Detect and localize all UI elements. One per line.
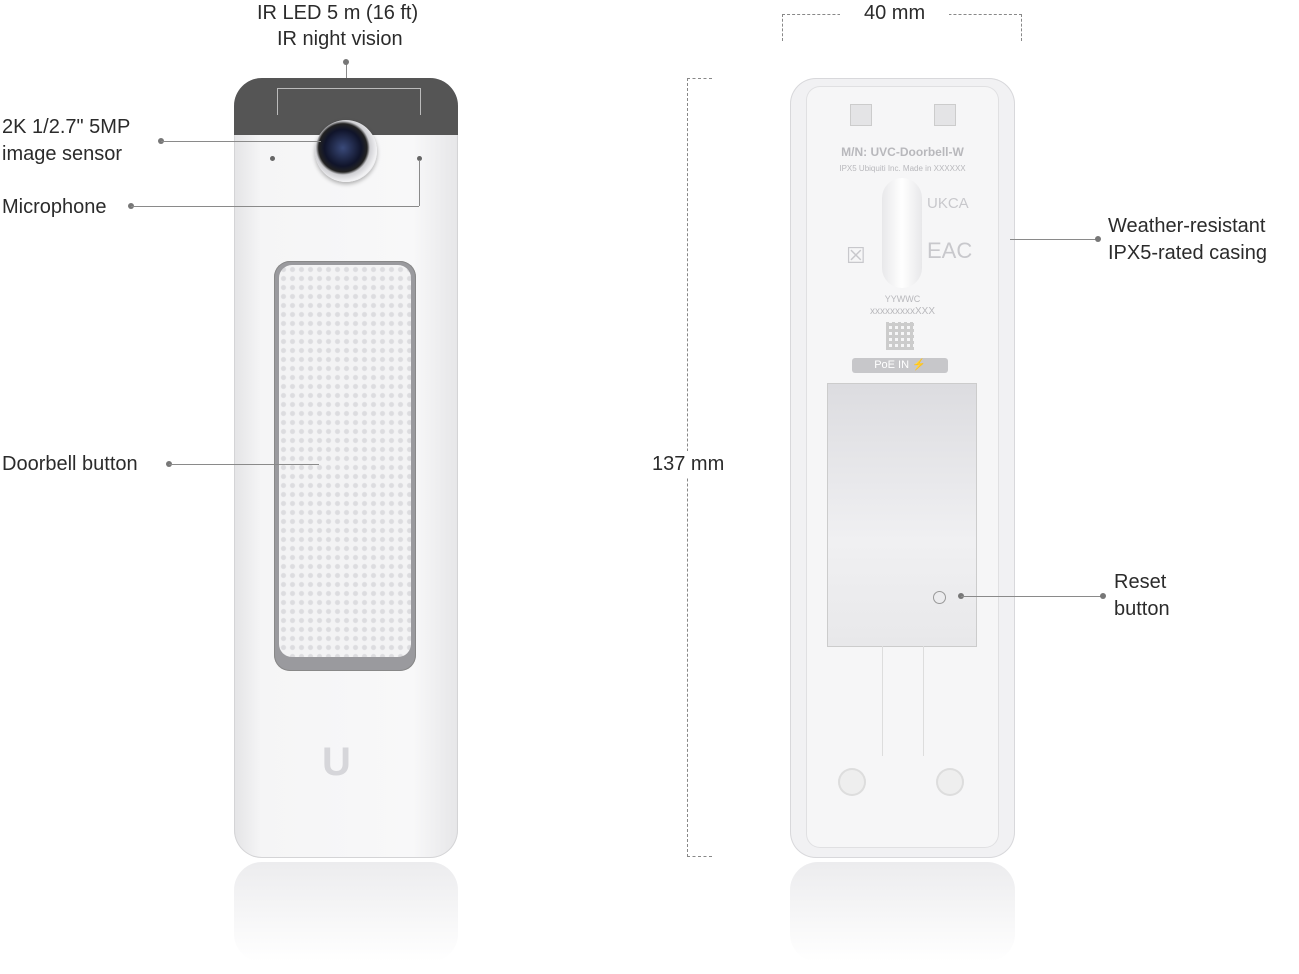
casing-label-line1: Weather-resistant xyxy=(1108,215,1266,237)
doorbell-front: U xyxy=(234,78,458,858)
width-dimension-label: 40 mm xyxy=(840,0,950,27)
height-dimension-label: 137 mm xyxy=(650,451,727,478)
reset-label-line2: button xyxy=(1114,598,1170,620)
poe-in-label: PoE IN ⚡ xyxy=(852,358,948,373)
reset-label-line1: Reset xyxy=(1114,571,1167,593)
weee-icon: ☒ xyxy=(846,243,866,268)
mounting-slot xyxy=(882,178,922,288)
reset-button[interactable] xyxy=(933,591,946,604)
casing-callout-dot xyxy=(1095,236,1101,242)
doorbell-button-face xyxy=(279,265,411,657)
mount-tab-right xyxy=(934,104,956,126)
sensor-hole xyxy=(270,156,275,161)
casing-callout-line xyxy=(1010,239,1098,240)
ir-led-label: IR LED 5 m (16 ft) xyxy=(257,2,419,24)
date-code: YYWWC xyxy=(884,294,921,304)
back-reflection xyxy=(790,862,1015,962)
microphone-hole xyxy=(417,156,422,161)
regulatory-info: IPX5 Ubiquiti Inc. Made in XXXXXX xyxy=(839,164,966,173)
model-number: M/N: UVC-Doorbell-W xyxy=(841,145,964,159)
doorbell-button-label: Doorbell button xyxy=(2,453,138,475)
microphone-callout-line xyxy=(131,206,419,207)
ir-night-vision-label: IR night vision xyxy=(277,28,403,50)
sensor-label-line1: 2K 1/2.7" 5MP xyxy=(2,116,131,138)
wiring-cavity xyxy=(827,383,977,647)
mount-tab-left xyxy=(850,104,872,126)
microphone-callout-riser xyxy=(419,160,420,206)
eac-mark: EAC xyxy=(927,238,973,263)
camera-lens xyxy=(315,120,377,182)
sensor-callout-line xyxy=(161,141,321,142)
sensor-label-line2: image sensor xyxy=(2,143,123,165)
ir-bracket xyxy=(277,88,421,115)
qr-code xyxy=(886,322,914,350)
ir-callout-line xyxy=(346,62,347,88)
front-reflection xyxy=(234,862,458,962)
screw-post-left xyxy=(838,768,866,796)
doorbell-button[interactable] xyxy=(274,261,416,671)
ir-callout-dot xyxy=(343,59,349,65)
serial-number: xxxxxxxxxXXX xyxy=(869,306,935,317)
doorbell-callout-line xyxy=(169,464,319,465)
ubiquiti-logo: U xyxy=(322,740,351,784)
screw-post-right xyxy=(936,768,964,796)
microphone-label: Microphone xyxy=(2,196,107,218)
reset-callout-end-dot xyxy=(1100,593,1106,599)
doorbell-back: M/N: UVC-Doorbell-W IPX5 Ubiquiti Inc. M… xyxy=(790,78,1015,858)
cable-channel xyxy=(882,646,924,756)
ukca-mark: UKCA xyxy=(927,195,969,212)
casing-label-line2: IPX5-rated casing xyxy=(1108,242,1267,264)
reset-callout-line xyxy=(961,596,1103,597)
